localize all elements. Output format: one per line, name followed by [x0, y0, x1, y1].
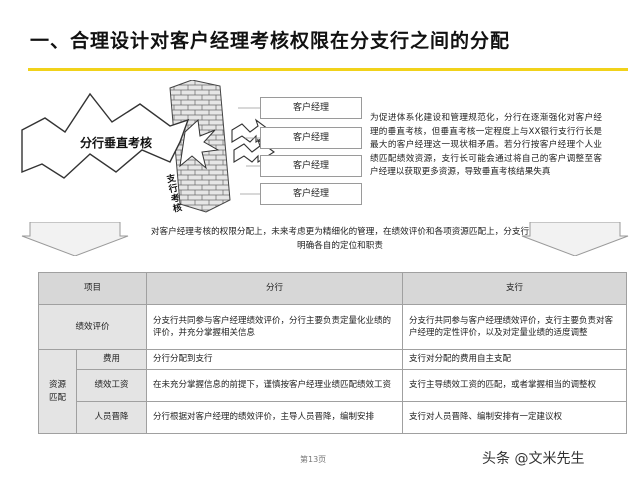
header-branch: 分行 — [146, 272, 404, 305]
watermark: 头条 @文米先生 — [482, 451, 585, 467]
table-row: 人员晋降 分行根据对客户经理的绩效评价，主导人员晋降，编制安排 支行对人员晋降、… — [39, 401, 628, 434]
resource-group-label: 资源匹配 — [38, 349, 77, 434]
row-label: 人员晋降 — [75, 401, 148, 434]
branch-cell: 分行分配到支行 — [146, 349, 404, 370]
client-manager-box: 客户经理 — [260, 97, 362, 119]
title-underline — [28, 68, 628, 71]
table-row: 绩效工资 在未充分掌握信息的前提下，谨慎按客户经理业绩匹配绩效工资 支行主导绩效… — [39, 369, 628, 402]
branch-cell: 分支行共同参与客户经理绩效评价，分行主要负责定量化业绩的评价，并充分掌握相关信息 — [146, 304, 404, 350]
vertical-assessment-arrow — [21, 92, 190, 179]
description-text: 为促进体系化建设和管理规范化，分行在逐渐强化对客户经理的垂直考核，但垂直考核一定… — [370, 113, 602, 178]
diagram-graphics — [21, 80, 275, 213]
vertical-assessment-label: 分行垂直考核 — [80, 136, 153, 150]
right-down-arrow-icon — [521, 222, 629, 256]
header-subbranch: 支行 — [402, 272, 628, 305]
branch-cell: 分行根据对客户经理的绩效评价，主导人员晋降，编制安排 — [146, 401, 404, 434]
left-down-arrow-icon — [21, 222, 129, 256]
assessment-diagram: 分行垂直考核 支行考核 客户经理 客户经理 客户经理 客户经理 — [20, 80, 362, 220]
subbranch-cell: 支行对分配的费用自主支配 — [402, 349, 628, 370]
allocation-summary-text: 对客户经理考核的权限分配上，未来考虑更为精细化的管理，在绩效评价和各项资源匹配上… — [150, 227, 530, 251]
client-manager-box: 客户经理 — [260, 155, 362, 177]
table-row: 资源匹配 费用 分行分配到支行 支行对分配的费用自主支配 — [38, 349, 628, 434]
row-label: 绩效评价 — [37, 304, 148, 350]
client-manager-box: 客户经理 — [260, 183, 362, 205]
subbranch-cell: 分支行共同参与客户经理绩效评价，支行主要负责对客户经理的定性评价，以及对定量业绩… — [402, 304, 628, 350]
row-label: 费用 — [75, 349, 148, 370]
header-item: 项目 — [37, 272, 148, 305]
client-manager-box: 客户经理 — [260, 127, 362, 149]
impact-burst-icon — [179, 118, 220, 170]
connector-lines — [238, 107, 260, 195]
allocation-table: 项目 分行 支行 绩效评价 分支行共同参与客户经理绩效评价，分行主要负责定量化业… — [37, 272, 628, 434]
table-header-row: 项目 分行 支行 — [37, 272, 628, 305]
row-label: 绩效工资 — [75, 369, 148, 402]
page-title: 一、合理设计对客户经理考核权限在分支行之间的分配 — [30, 30, 511, 52]
branch-cell: 在未充分掌握信息的前提下，谨慎按客户经理业绩匹配绩效工资 — [146, 369, 404, 402]
table-row: 绩效评价 分支行共同参与客户经理绩效评价，分行主要负责定量化业绩的评价，并充分掌… — [37, 304, 628, 350]
page-number: 第13页 — [300, 455, 327, 464]
subbranch-cell: 支行对人员晋降、编制安排有一定建议权 — [402, 401, 628, 434]
subbranch-cell: 支行主导绩效工资的匹配，或者掌握相当的调整权 — [402, 369, 628, 402]
